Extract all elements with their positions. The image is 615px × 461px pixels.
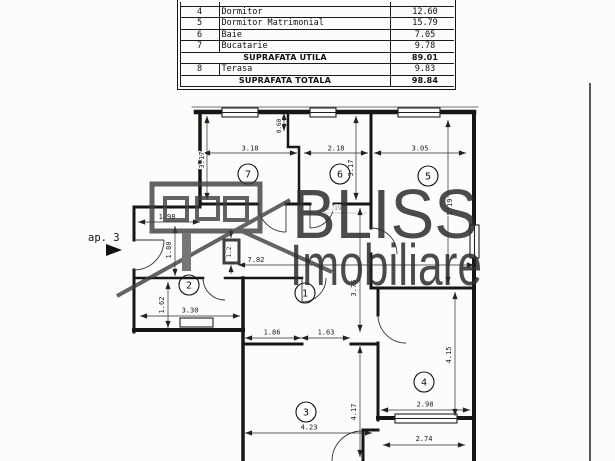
room-circle-3: 3 — [295, 401, 317, 423]
dim-room6-bottom: 2.19 — [326, 204, 342, 212]
table-row-suprafata-utila: SUPRAFATA UTILA 89.01 — [179, 51, 454, 64]
dim-hall-height: 1.80 — [165, 242, 173, 259]
dim-opening2: 1.63 — [318, 329, 335, 337]
dim-room3-width: 4.23 — [301, 424, 318, 432]
svg-text:3: 3 — [303, 408, 309, 419]
watermark-line2: Imobiliare — [290, 233, 482, 298]
summary-area: 89.01 — [389, 51, 454, 64]
dim-room3-height: 4.17 — [350, 404, 358, 421]
room-circles: 1 2 3 4 5 6 7 — [178, 163, 439, 423]
room-circle-4: 4 — [413, 371, 435, 393]
room-area: 9.78 — [389, 40, 454, 53]
table-row-terasa: 8 Terasa 9.83 — [179, 63, 454, 76]
room-circle-2: 2 — [178, 274, 200, 296]
svg-text:1: 1 — [302, 289, 308, 300]
dim-room2-width: 3.30 — [182, 307, 199, 315]
watermark-text: BLISS Imobiliare — [290, 175, 482, 298]
apartment-label: ap. 3 — [88, 232, 120, 244]
table-row-suprafata-totala: SUPRAFATA TOTALA 98.84 — [179, 74, 454, 87]
table-row-dormitor-matrimonial: 5 Dormitor Matrimonial 15.79 — [179, 17, 454, 30]
dimension-lines — [137, 112, 475, 458]
dim-room6-height: 3.17 — [347, 160, 355, 177]
summary-label: SUPRAFATA UTILA — [179, 51, 391, 64]
window-symbols — [179, 107, 480, 424]
row-number: 6 — [179, 28, 220, 41]
row-number: 8 — [179, 63, 220, 76]
room-circle-7: 7 — [237, 163, 259, 185]
row-number: 5 — [179, 17, 220, 30]
dim-room5-height: 5.19 — [446, 199, 454, 216]
room-name: Baie — [218, 28, 391, 41]
room-name: Bucatarie — [218, 40, 391, 53]
room-circle-5: 5 — [417, 165, 439, 187]
entrance-arrow-icon — [106, 244, 122, 256]
svg-text:4: 4 — [421, 378, 427, 389]
room-area: 15.79 — [389, 17, 454, 30]
apartment-entrance-label: ap. 3 — [88, 232, 122, 256]
bliss-logo-house-icon — [116, 181, 333, 298]
room-name: Dormitor — [218, 5, 391, 18]
dim-terrace-width: 2.74 — [416, 435, 433, 443]
dim-notch: 0.60 — [276, 118, 283, 133]
room-name: Terasa — [218, 63, 391, 76]
svg-text:6: 6 — [337, 170, 343, 181]
room-circle-6: 6 — [329, 163, 351, 185]
areas-table-clip: 3 Camera de zi 17.71 4 Dormitor 12.60 5 … — [179, 1, 454, 88]
table-row-bucatarie: 7 Bucatarie 9.78 — [179, 40, 454, 53]
dim-room4-height: 4.15 — [445, 347, 453, 364]
row-number: 4 — [179, 5, 220, 18]
dim-room2-height: 1.62 — [158, 297, 166, 314]
watermark-line1: BLISS — [292, 175, 478, 253]
summary-area: 98.84 — [389, 74, 454, 87]
svg-text:7: 7 — [245, 170, 251, 181]
summary-label: SUPRAFATA TOTALA — [179, 74, 391, 87]
room-area: 12.60 — [389, 5, 454, 18]
dim-opening1: 1.86 — [264, 329, 281, 337]
row-number: 7 — [179, 40, 220, 53]
svg-text:2: 2 — [186, 281, 192, 292]
table-row-baie: 6 Baie 7.05 — [179, 28, 454, 41]
dim-room1-height: 3.76 — [350, 280, 358, 297]
pillar-symbol — [222, 238, 241, 265]
svg-text:5: 5 — [425, 172, 431, 183]
dim-room5-width: 3.05 — [412, 145, 429, 153]
table-row-dormitor: 4 Dormitor 12.60 — [179, 5, 454, 18]
room-name: Dormitor Matrimonial — [218, 17, 391, 30]
room-circle-1: 1 — [294, 282, 316, 304]
room-area: 7.05 — [389, 28, 454, 41]
dim-room4-width: 2.98 — [417, 401, 434, 409]
areas-table: 3 Camera de zi 17.71 4 Dormitor 12.60 5 … — [177, 0, 456, 90]
dim-total-width: 7.82 — [248, 256, 265, 264]
room-area: 9.83 — [389, 63, 454, 76]
dim-room7-height: 3.17 — [198, 152, 206, 169]
dim-room7-width: 3.18 — [242, 145, 259, 153]
dim-pillar: 1.2 — [226, 246, 233, 257]
dim-room6-width: 2.18 — [328, 145, 345, 153]
